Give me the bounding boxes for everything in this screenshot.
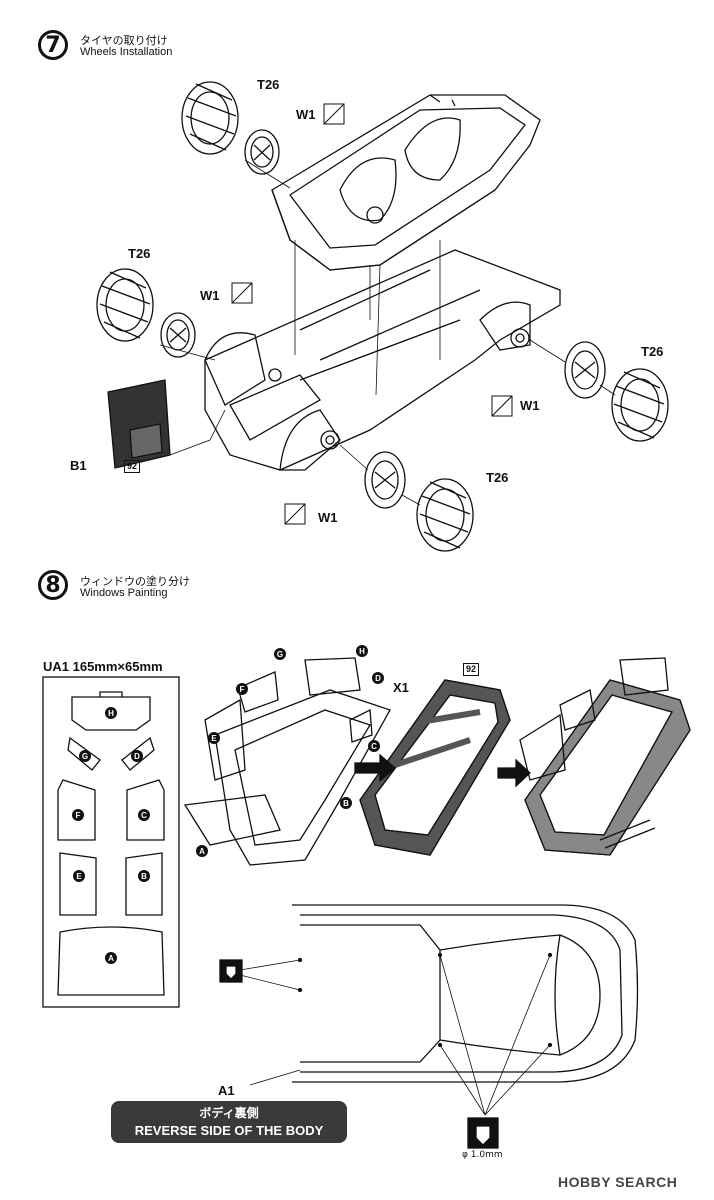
step-7-title-en: Wheels Installation bbox=[80, 46, 173, 58]
label-w1-right: W1 bbox=[520, 398, 540, 413]
wheel-right-upper bbox=[564, 341, 606, 399]
wheel-right-lower bbox=[364, 451, 406, 509]
banner-jp: ボディ裏側 bbox=[199, 1106, 259, 1120]
banner-en: REVERSE SIDE OF THE BODY bbox=[134, 1123, 324, 1138]
no-paint-icons bbox=[231, 103, 513, 525]
label-t26-top: T26 bbox=[257, 77, 280, 92]
step-7-title-jp: タイヤの取り付け bbox=[80, 34, 168, 47]
mask-letter-h: H bbox=[105, 707, 117, 719]
panel-b1 bbox=[107, 379, 226, 469]
interior-tub bbox=[271, 94, 541, 271]
label-a1: A1 bbox=[218, 1083, 235, 1098]
label-w1-bottom: W1 bbox=[318, 510, 338, 525]
paint-code-92-step8: 92 bbox=[463, 663, 480, 676]
step-8-title-en: Windows Painting bbox=[80, 587, 168, 599]
label-w1-left: W1 bbox=[200, 288, 220, 303]
watermark: HOBBY SEARCH bbox=[558, 1174, 678, 1190]
step-7-number: 7 bbox=[38, 30, 68, 60]
mask-letter-f: F bbox=[72, 809, 84, 821]
label-t26-bottom: T26 bbox=[486, 470, 509, 485]
step-8-title-jp: ウィンドウの塗り分け bbox=[80, 575, 190, 588]
window-letter-d: D bbox=[372, 672, 384, 684]
window-letter-b: B bbox=[340, 797, 352, 809]
mask-letter-g: G bbox=[79, 750, 91, 762]
paint-code-92-step7: 92 bbox=[124, 460, 141, 473]
tire-right-upper bbox=[611, 368, 669, 442]
mask-letter-c: C bbox=[138, 809, 150, 821]
reverse-side-banner: ボディ裏側 REVERSE SIDE OF THE BODY bbox=[111, 1101, 347, 1143]
mask-sheet bbox=[42, 676, 180, 1008]
drill-icons bbox=[219, 959, 499, 1149]
label-t26-right: T26 bbox=[641, 344, 664, 359]
label-w1-top: W1 bbox=[296, 107, 316, 122]
window-letter-e: E bbox=[208, 732, 220, 744]
mask-letter-d: D bbox=[131, 750, 143, 762]
window-letter-f: F bbox=[236, 683, 248, 695]
wheel-mid-left bbox=[160, 312, 196, 358]
window-letter-g: G bbox=[274, 648, 286, 660]
mask-letter-e: E bbox=[73, 870, 85, 882]
window-frame-assembled bbox=[519, 657, 691, 856]
tire-mid-left bbox=[96, 268, 154, 342]
step-8-number: 8 bbox=[38, 570, 68, 600]
tire-right-lower bbox=[416, 478, 474, 552]
wheel-top-left bbox=[244, 129, 280, 175]
mask-letter-a: A bbox=[105, 952, 117, 964]
label-b1: B1 bbox=[70, 458, 87, 473]
label-x1: X1 bbox=[393, 680, 409, 695]
window-letter-h: H bbox=[356, 645, 368, 657]
window-frame-unpainted bbox=[183, 657, 391, 866]
chassis bbox=[204, 249, 561, 471]
window-letter-c: C bbox=[368, 740, 380, 752]
drill-size-label: φ 1.0mm bbox=[462, 1150, 503, 1160]
window-letter-a: A bbox=[196, 845, 208, 857]
car-body-reverse bbox=[292, 904, 639, 1083]
mask-sheet-title: UA1 165mm×65mm bbox=[43, 659, 163, 674]
tire-top-left bbox=[181, 81, 239, 155]
label-t26-left: T26 bbox=[128, 246, 151, 261]
mask-letter-b: B bbox=[138, 870, 150, 882]
